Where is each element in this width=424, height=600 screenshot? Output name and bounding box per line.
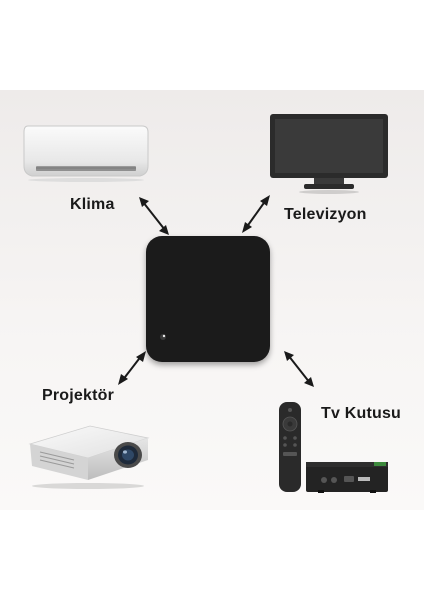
projector-icon xyxy=(24,422,152,490)
label-klima: Klima xyxy=(70,196,115,213)
label-tv-kutusu: Tv Kutusu xyxy=(321,405,402,422)
arrow-televizyon-hub xyxy=(240,194,272,234)
arrow-klima-hub xyxy=(137,196,171,236)
air-conditioner-icon xyxy=(22,122,150,184)
remote-control-icon xyxy=(277,400,303,494)
label-televizyon: Televizyon xyxy=(284,206,367,223)
arrow-projektor-hub xyxy=(116,350,148,386)
arrow-tvkutusu-hub xyxy=(282,350,316,388)
hub-indicator-icon xyxy=(158,332,168,342)
ir-remote-hub-icon xyxy=(146,236,270,362)
label-projektor: Projektör xyxy=(42,387,115,404)
television-icon xyxy=(268,112,390,196)
tv-box-icon xyxy=(304,458,390,496)
